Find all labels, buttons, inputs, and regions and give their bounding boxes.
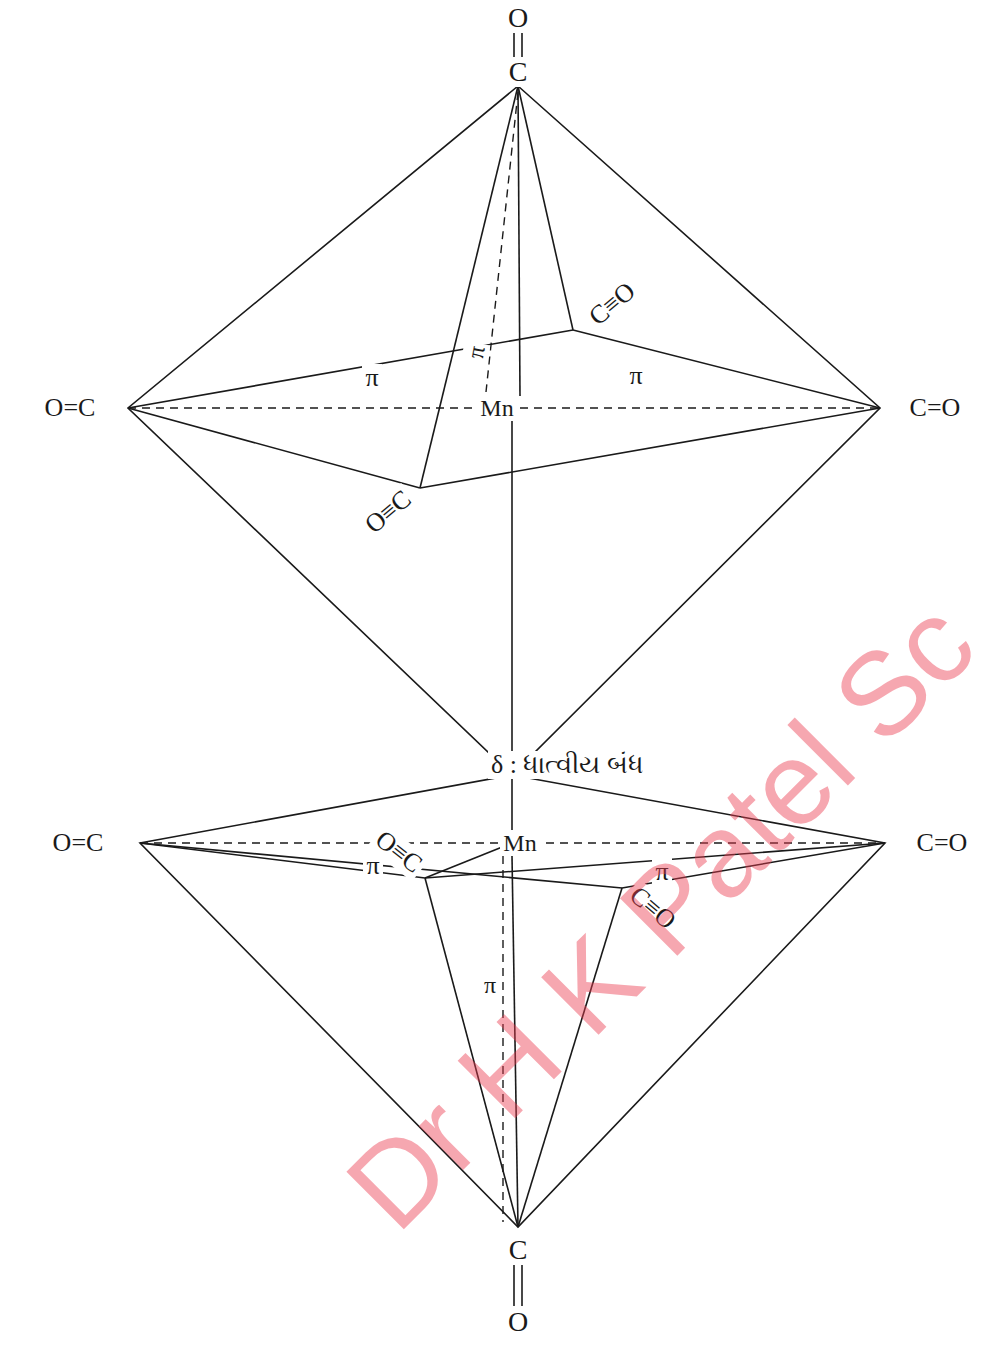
carbonyl-label: O=C [42, 394, 99, 423]
bond-note: δ : ધાત્વીય બંધ [488, 751, 647, 780]
carbonyl-label: C=O [907, 394, 964, 423]
metal-label: Mn [477, 395, 516, 421]
carbonyl-label: O=C [50, 829, 107, 858]
atom-label: O [505, 3, 531, 34]
metal-label: Mn [500, 830, 539, 856]
carbonyl-label: C≡O [581, 275, 643, 333]
pi-label: π [362, 364, 381, 393]
pi-label: π [626, 362, 645, 391]
atom-label: O [505, 1307, 531, 1338]
carbonyl-label: C=O [914, 829, 971, 858]
carbonyl-label: O≡C [357, 483, 419, 541]
atom-label: C [506, 1235, 531, 1266]
atom-label: C [506, 57, 531, 88]
watermark: Dr H K Patel Sc [326, 581, 994, 1249]
pi-label: π [363, 852, 382, 881]
pi-label: π [461, 341, 490, 363]
